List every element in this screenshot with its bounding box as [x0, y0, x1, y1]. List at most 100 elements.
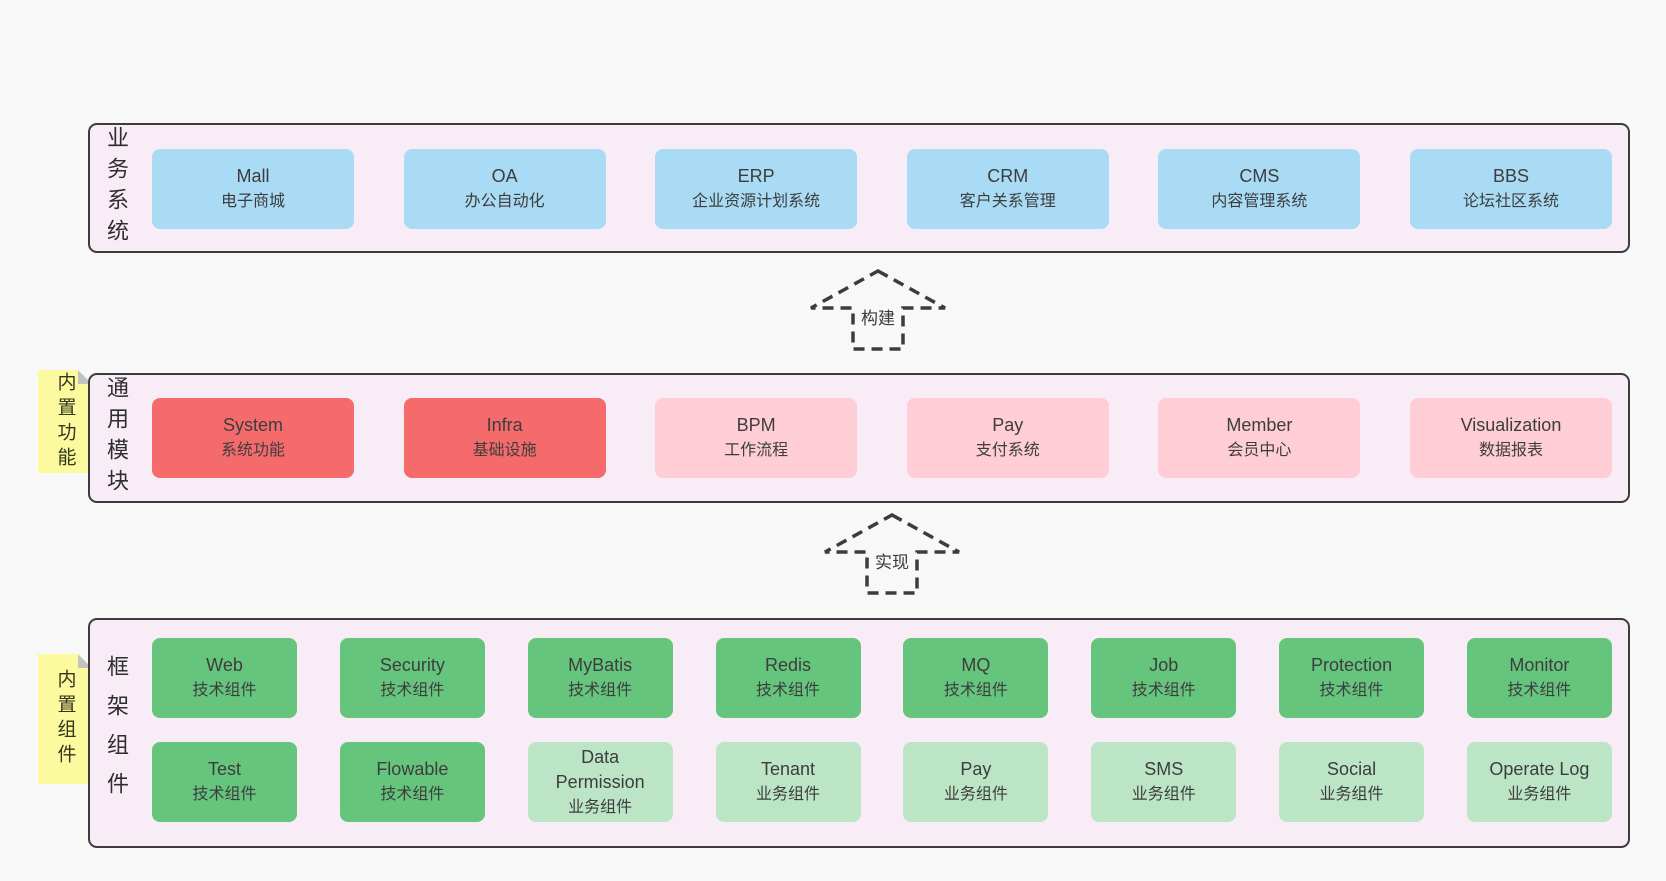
layer-label: 通用模块: [104, 376, 129, 500]
box-bpm: BPM 工作流程: [655, 398, 858, 478]
box-subtitle: 系统功能: [220, 442, 285, 459]
box-subtitle: 企业资源计划系统: [692, 193, 821, 210]
arrow-label-build: 构建: [858, 304, 898, 329]
box-subtitle: 业务组件: [943, 786, 1008, 803]
layer-business-systems: 业务系统 Mall 电子商城 OA 办公自动化 ERP 企业资源计划系统 CRM…: [88, 123, 1630, 253]
box-row: Mall 电子商城 OA 办公自动化 ERP 企业资源计划系统 CRM 客户关系…: [152, 149, 1612, 229]
box-subtitle: 技术组件: [192, 786, 257, 803]
sticky-label: 内置功能: [54, 371, 76, 472]
box-operate-log: Operate Log 业务组件: [1466, 742, 1612, 822]
box-subtitle: 数据报表: [1478, 442, 1543, 459]
box-title: Security: [379, 655, 445, 675]
box-subtitle: 技术组件: [756, 682, 821, 699]
box-pay: Pay 支付系统: [906, 398, 1109, 478]
box-subtitle: 业务组件: [568, 798, 633, 816]
box-title: Infra: [486, 415, 523, 435]
box-subtitle: 论坛社区系统: [1462, 193, 1559, 210]
box-subtitle: 技术组件: [380, 786, 445, 803]
box-infra: Infra 基础设施: [403, 398, 606, 478]
box-subtitle: 技术组件: [192, 682, 257, 699]
box-title: MyBatis: [568, 655, 633, 675]
box-subtitle: 技术组件: [1319, 682, 1384, 699]
box-subtitle: 技术组件: [1131, 682, 1196, 699]
box-title: OA: [491, 166, 518, 186]
layer-label: 框架组件: [104, 655, 129, 811]
box-title: SMS: [1144, 759, 1184, 779]
box-title: Tenant: [761, 759, 816, 779]
box-subtitle: 客户关系管理: [959, 193, 1056, 210]
box-title: Job: [1149, 655, 1179, 675]
box-crm: CRM 客户关系管理: [906, 149, 1109, 229]
box-test: Test 技术组件: [152, 742, 297, 822]
layer-common-modules: 通用模块 System 系统功能 Infra 基础设施 BPM 工作流程 Pay…: [88, 373, 1630, 503]
up-arrow-icon: [824, 513, 960, 595]
box-title: BPM: [736, 415, 776, 435]
box-title: Member: [1226, 415, 1293, 435]
box-job: Job 技术组件: [1091, 638, 1237, 718]
box-row: System 系统功能 Infra 基础设施 BPM 工作流程 Pay 支付系统…: [152, 398, 1612, 478]
box-subtitle: 办公自动化: [464, 193, 545, 210]
box-mq: MQ 技术组件: [903, 638, 1049, 718]
box-subtitle: 技术组件: [943, 682, 1008, 699]
box-monitor: Monitor 技术组件: [1466, 638, 1612, 718]
box-subtitle: 业务组件: [1319, 786, 1384, 803]
sticky-label: 内置组件: [54, 669, 76, 769]
layer-label: 业务系统: [104, 126, 129, 250]
box-subtitle: 会员中心: [1227, 442, 1292, 459]
box-title: Visualization: [1460, 415, 1562, 435]
sticky-note-built-in-features: 内置功能: [38, 370, 92, 473]
box-cms: CMS 内容管理系统: [1158, 149, 1361, 229]
box-subtitle: 技术组件: [568, 682, 633, 699]
box-erp: ERP 企业资源计划系统: [655, 149, 858, 229]
box-oa: OA 办公自动化: [403, 149, 606, 229]
dashed-up-arrow-implement: 实现: [822, 512, 962, 596]
box-subtitle: 内容管理系统: [1211, 193, 1308, 210]
box-row: Web 技术组件 Security 技术组件 MyBatis 技术组件 Redi…: [152, 638, 1612, 718]
box-tenant: Tenant 业务组件: [715, 742, 861, 822]
sticky-note-built-in-components: 内置组件: [38, 654, 92, 784]
box-title: Redis: [765, 655, 812, 675]
box-bbs: BBS 论坛社区系统: [1409, 149, 1612, 229]
box-pay-component: Pay 业务组件: [903, 742, 1049, 822]
box-title: Pay: [992, 415, 1024, 435]
box-subtitle: 业务组件: [756, 786, 821, 803]
layer-framework-components: 框架组件 Web 技术组件 Security 技术组件 MyBatis 技术组件…: [88, 618, 1630, 848]
box-title: Pay: [960, 759, 992, 779]
box-row: Test 技术组件 Flowable 技术组件 Data Permission …: [152, 742, 1612, 822]
box-security: Security 技术组件: [339, 638, 485, 718]
box-title: Web: [206, 655, 243, 675]
box-subtitle: 电子商城: [220, 193, 285, 210]
box-web: Web 技术组件: [152, 638, 297, 718]
box-social: Social 业务组件: [1279, 742, 1425, 822]
box-member: Member 会员中心: [1158, 398, 1361, 478]
box-mybatis: MyBatis 技术组件: [527, 638, 673, 718]
box-title: Flowable: [376, 759, 449, 779]
box-title: ERP: [737, 166, 775, 186]
box-title: BBS: [1492, 166, 1529, 186]
arrow-label-implement: 实现: [872, 548, 912, 573]
box-title: System: [222, 415, 283, 435]
box-title: Test: [207, 759, 241, 779]
box-subtitle: 工作流程: [724, 442, 789, 459]
box-subtitle: 技术组件: [380, 682, 445, 699]
box-subtitle: 业务组件: [1131, 786, 1196, 803]
box-title: Operate Log: [1489, 759, 1590, 779]
box-title: Monitor: [1509, 655, 1570, 675]
box-title: CRM: [987, 166, 1029, 186]
box-mall: Mall 电子商城: [152, 149, 354, 229]
box-sms: SMS 业务组件: [1091, 742, 1237, 822]
box-data-permission: Data Permission 业务组件: [527, 742, 673, 822]
box-visualization: Visualization 数据报表: [1409, 398, 1612, 478]
box-subtitle: 业务组件: [1507, 786, 1572, 803]
box-title: MQ: [961, 655, 991, 675]
box-flowable: Flowable 技术组件: [339, 742, 485, 822]
box-title: Social: [1327, 759, 1377, 779]
box-subtitle: 基础设施: [472, 442, 537, 459]
box-title: Data Permission: [555, 746, 645, 792]
box-subtitle: 支付系统: [975, 442, 1040, 459]
dashed-up-arrow-build: 构建: [808, 268, 948, 352]
box-title: Mall: [236, 166, 270, 186]
box-subtitle: 技术组件: [1507, 682, 1572, 699]
box-protection: Protection 技术组件: [1279, 638, 1425, 718]
up-arrow-icon: [810, 269, 946, 351]
